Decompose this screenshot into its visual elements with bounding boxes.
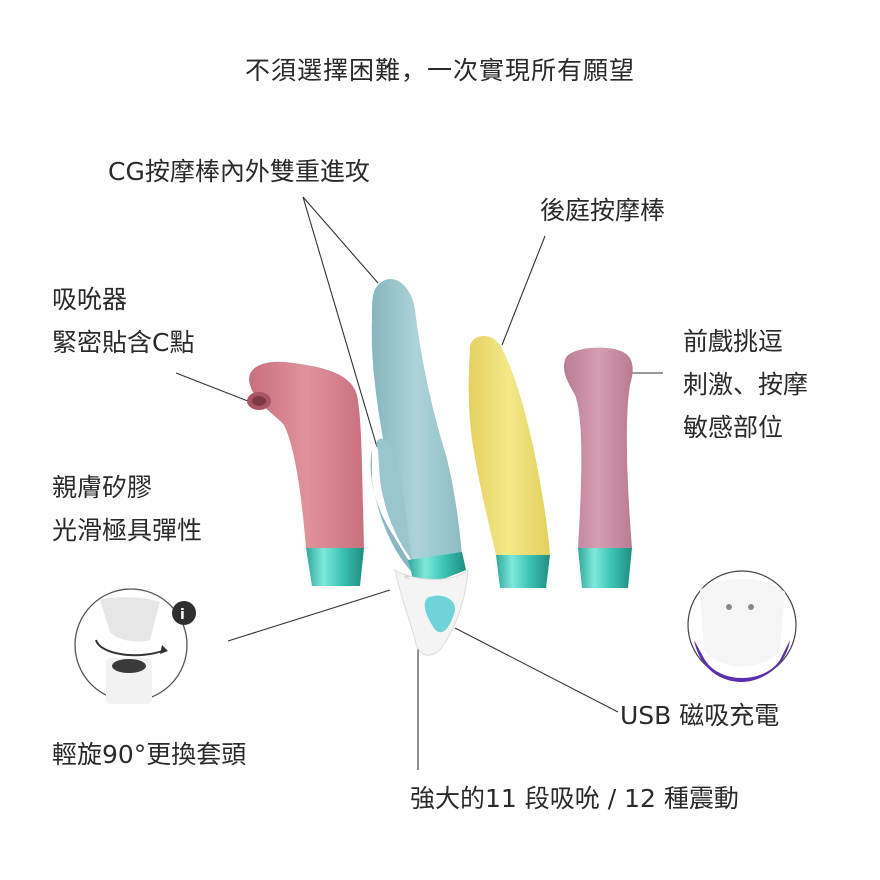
label-modes: 強大的11 段吸吮 / 12 種震動 <box>410 784 739 813</box>
label-suction: 吸吮器 緊密貼含C點 <box>52 278 194 364</box>
label-usb-charging: USB 磁吸充電 <box>620 701 780 730</box>
label-foreplay-line2: 刺激、按摩 <box>683 370 809 399</box>
svg-text:i: i <box>180 607 185 623</box>
suction-head-pink <box>247 361 364 586</box>
label-silicone-line1: 親膚矽膠 <box>52 473 153 502</box>
rotate-inset: i <box>74 588 196 704</box>
label-silicone: 親膚矽膠 光滑極具彈性 <box>52 466 202 552</box>
satisfyer-logo-icon: ✳ <box>403 573 411 583</box>
label-rotate-head: 輕旋90°更換套頭 <box>52 740 247 769</box>
anal-vibrator-yellow <box>468 335 550 588</box>
headline: 不須選擇困難，一次實現所有願望 <box>244 56 635 85</box>
label-foreplay: 前戲挑逗 刺激、按摩 敏感部位 <box>683 320 808 449</box>
label-suction-line1: 吸吮器 <box>52 285 128 314</box>
label-suction-line2: 緊密貼含C點 <box>52 328 195 357</box>
wand-massager-mauve <box>564 347 633 588</box>
callout-lines <box>175 196 663 770</box>
info-icon <box>172 601 196 625</box>
rotate-arrow-icon <box>95 639 166 657</box>
label-anal-vibrator: 後庭按摩棒 <box>540 196 666 225</box>
label-cg-vibrator: CG按摩棒內外雙重進攻 <box>108 157 370 186</box>
label-foreplay-line3: 敏感部位 <box>683 413 784 442</box>
label-silicone-line2: 光滑極具彈性 <box>52 516 203 545</box>
label-foreplay-line1: 前戲挑逗 <box>683 327 784 356</box>
rabbit-vibrator-blue: ✳ <box>370 279 469 656</box>
usb-inset <box>687 570 797 682</box>
